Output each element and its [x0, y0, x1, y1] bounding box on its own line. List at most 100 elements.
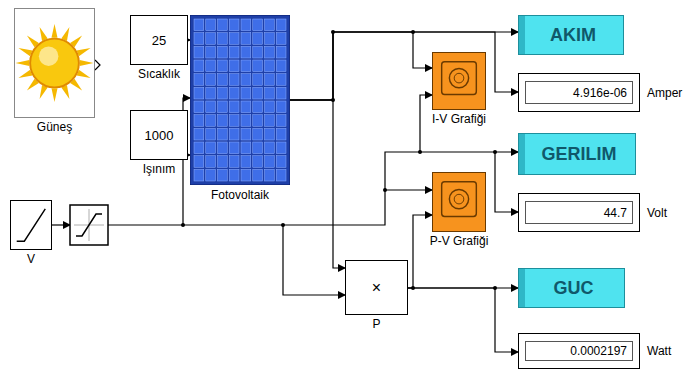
- display-field: 4.916e-06: [525, 81, 633, 104]
- constant-block: 1000Işınım: [130, 110, 188, 160]
- block-label: Sıcaklık: [138, 67, 180, 81]
- block-text: AKIM: [519, 25, 623, 46]
- pv-cell: [206, 142, 216, 154]
- scope-icon: [433, 173, 485, 231]
- sun-ray: [40, 27, 48, 41]
- pv-cell: [229, 156, 239, 168]
- signal-line: [408, 288, 518, 352]
- block-label: P: [372, 317, 380, 331]
- block-label: Fotovoltaik: [211, 188, 269, 202]
- pv-cell: [276, 169, 286, 181]
- display-block: 4.916e-06Amper: [518, 73, 640, 112]
- pv-cell: [194, 87, 204, 99]
- pv-cell: [276, 115, 286, 127]
- display-block: 0.0002197Watt: [518, 333, 640, 369]
- sun-ray: [15, 60, 29, 66]
- display-block: 44.7Volt: [518, 193, 640, 232]
- pv-cell: [229, 74, 239, 86]
- scope-screen: [442, 62, 477, 95]
- scope-screen: [442, 182, 477, 217]
- pv-cell: [206, 19, 216, 31]
- ramp-icon: [11, 201, 51, 249]
- pv-cell: [206, 33, 216, 45]
- pv-cell: [265, 142, 275, 154]
- pv-cell: [276, 156, 286, 168]
- pv-cell: [206, 101, 216, 113]
- pv-cell: [206, 87, 216, 99]
- pv-cell: [276, 74, 286, 86]
- block-text: GUC: [519, 278, 624, 299]
- pv-cell: [265, 101, 275, 113]
- signal-line: [290, 100, 345, 268]
- pv-cell: [276, 142, 286, 154]
- pv-cell: [229, 142, 239, 154]
- pv-cell: [218, 87, 228, 99]
- sun-ray: [18, 48, 32, 56]
- pv-cell: [241, 169, 251, 181]
- sun-ray: [77, 70, 91, 78]
- pv-cell: [194, 60, 204, 72]
- scope-icon: [433, 53, 485, 109]
- scope-block: P-V Grafiği: [432, 172, 486, 232]
- sun-ray: [51, 24, 57, 38]
- pv-cell: [253, 156, 263, 168]
- pv-cell: [241, 115, 251, 127]
- pv-cell: [218, 115, 228, 127]
- pv-cell: [241, 87, 251, 99]
- junction-dot: [493, 286, 497, 290]
- pv-cell: [253, 46, 263, 58]
- pv-cell: [229, 128, 239, 140]
- block-text: GERILIM: [519, 144, 635, 165]
- unit-label: Volt: [647, 206, 667, 220]
- pv-cell: [265, 33, 275, 45]
- pv-cell: [229, 46, 239, 58]
- block-label: V: [27, 252, 35, 266]
- sun-ray: [61, 85, 69, 99]
- pv-cell: [229, 87, 239, 99]
- pv-cell: [265, 19, 275, 31]
- block-label: P-V Grafiği: [430, 234, 489, 248]
- pv-cell: [206, 60, 216, 72]
- pv-cell: [265, 60, 275, 72]
- display-value: 0.0002197: [570, 344, 627, 358]
- goto-tag: AKIM: [518, 15, 624, 55]
- sun-icon: [15, 9, 94, 117]
- pv-cell: [276, 128, 286, 140]
- pv-cell: [241, 60, 251, 72]
- pv-cell: [218, 101, 228, 113]
- pv-cell: [253, 115, 263, 127]
- unit-label: Watt: [647, 344, 671, 358]
- sun-highlight: [39, 46, 59, 66]
- pv-cell: [194, 101, 204, 113]
- pv-cell: [218, 60, 228, 72]
- pv-cell: [206, 46, 216, 58]
- sun-ray: [51, 88, 57, 102]
- block-text: 1000: [131, 128, 187, 143]
- junction-dot: [331, 30, 335, 34]
- sun-ray: [77, 48, 91, 56]
- signal-line: [290, 32, 432, 100]
- block-label: I-V Grafiği: [432, 112, 486, 126]
- pv-cell: [206, 74, 216, 86]
- goto-tag: GERILIM: [518, 133, 636, 175]
- display-field: 0.0002197: [525, 341, 633, 361]
- pv-cell: [276, 87, 286, 99]
- pv-cell: [276, 46, 286, 58]
- ramp-block: V: [10, 200, 52, 250]
- pv-cell: [229, 60, 239, 72]
- pv-cell: [241, 33, 251, 45]
- sun-source: Güneş: [14, 8, 95, 118]
- pv-cell: [218, 142, 228, 154]
- pv-cell: [229, 19, 239, 31]
- sun-ray: [18, 70, 32, 78]
- junction-dot: [411, 30, 415, 34]
- pv-cell: [241, 128, 251, 140]
- pv-cell: [206, 156, 216, 168]
- pv-cell: [218, 19, 228, 31]
- pv-cell: [276, 33, 286, 45]
- display-value: 4.916e-06: [573, 86, 627, 100]
- block-label: Güneş: [37, 120, 72, 134]
- pv-frame: [190, 15, 290, 185]
- pv-cell: [206, 115, 216, 127]
